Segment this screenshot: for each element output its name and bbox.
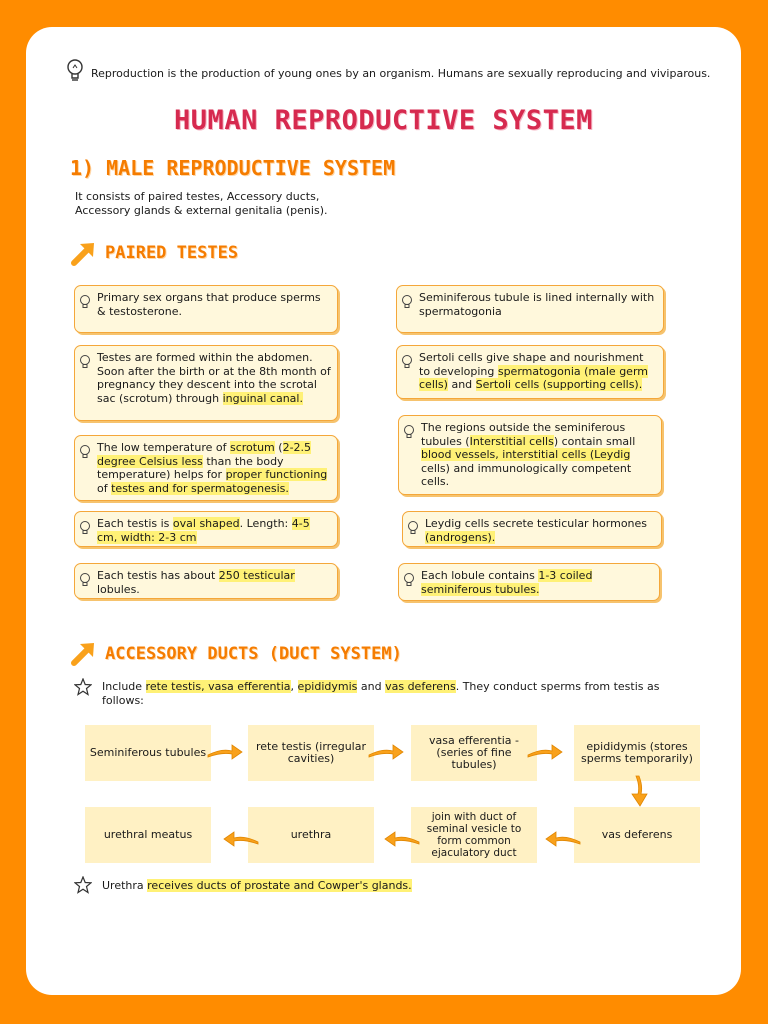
ducts-text: ,	[290, 680, 298, 693]
ducts-include-text: Include rete testis, vasa efferentia, ep…	[102, 680, 702, 708]
testes-card: Sertoli cells give shape and nourishment…	[396, 345, 664, 399]
testes-card: Seminiferous tubule is lined internally …	[396, 285, 664, 333]
flow-step: urethra	[248, 807, 374, 863]
flow-step: join with duct of seminal vesicle to for…	[411, 807, 537, 863]
highlight-text: proper functioning	[225, 468, 328, 481]
flow-arrow-left-icon	[545, 831, 581, 847]
testes-card: Each testis has about 250 testicular lob…	[74, 563, 338, 599]
lightbulb-icon	[402, 295, 412, 308]
card-text: . Length:	[239, 517, 292, 530]
card-text: ) contain small	[553, 434, 636, 448]
highlight-text: oval shaped	[172, 517, 240, 530]
lightbulb-icon	[408, 521, 418, 534]
highlight-text: testes and for spermatogenesis.	[111, 481, 289, 495]
intro-text: Reproduction is the production of young …	[91, 67, 711, 80]
card-text: Testes are formed within the abdomen. So…	[97, 351, 331, 405]
ducts-text: . They conduct sperms from testis as fol…	[102, 680, 660, 707]
card-text: The regions outside the seminiferous tub…	[421, 421, 626, 448]
testes-card: Primary sex organs that produce sperms &…	[74, 285, 338, 333]
flow-arrow-right-icon	[207, 744, 243, 760]
urethra-label: Urethra	[102, 879, 148, 892]
flow-step: urethral meatus	[85, 807, 211, 863]
ducts-text: and	[357, 680, 386, 693]
testes-card: Each testis is oval shaped. Length: 4-5 …	[74, 511, 338, 547]
urethra-text: Urethra receives ducts of prostate and C…	[102, 879, 412, 893]
accessory-ducts-heading: ACCESSORY DUCTS (DUCT SYSTEM)	[105, 644, 402, 664]
card-text: The low temperature of	[97, 441, 230, 454]
highlight-text: inguinal canal.	[222, 391, 303, 405]
lightbulb-icon	[80, 521, 90, 534]
card-text: Each testis has about	[97, 569, 219, 582]
flow-arrow-right-icon	[368, 744, 404, 760]
description-line: It consists of paired testes, Accessory …	[75, 190, 320, 203]
card-text: Seminiferous tubule is lined internally …	[419, 291, 655, 318]
flow-step: rete testis (irregular cavities)	[248, 725, 374, 781]
page-card: Reproduction is the production of young …	[26, 27, 741, 995]
flow-step: Seminiferous tubules	[85, 725, 211, 781]
card-text: and	[447, 378, 476, 391]
card-text: Sertoli cells give shape and nourishment…	[419, 351, 644, 378]
flow-arrow-right-icon	[527, 744, 563, 760]
male-system-heading: 1) MALE REPRODUCTIVE SYSTEM	[70, 156, 396, 180]
card-text: lobules.	[97, 582, 140, 596]
testes-card: Each lobule contains 1-3 coiled seminife…	[398, 563, 660, 601]
flow-arrow-left-icon	[384, 831, 420, 847]
flow-step: epididymis (stores sperms temporarily)	[574, 725, 700, 781]
highlight-text: vas deferens	[385, 680, 456, 693]
ducts-text: Include	[102, 680, 146, 693]
flow-step: vas deferens	[574, 807, 700, 863]
highlight-text: (androgens).	[425, 530, 496, 544]
arrow-icon	[71, 243, 94, 266]
paired-testes-heading: PAIRED TESTES	[105, 243, 239, 263]
flow-arrow-down-icon	[631, 775, 648, 807]
arrow-icon	[71, 643, 94, 666]
highlight-text: epididymis	[297, 680, 358, 693]
card-text: Each lobule contains	[421, 569, 539, 582]
highlight-text: Interstitial cells	[469, 434, 554, 448]
testes-card: Leydig cells secrete testicular hormones…	[402, 511, 662, 547]
testes-card: The regions outside the seminiferous tub…	[398, 415, 662, 495]
highlight-text: Sertoli cells (supporting cells).	[475, 378, 643, 391]
star-icon	[74, 678, 92, 696]
highlight-text: 250 testicular	[218, 569, 295, 582]
lightbulb-icon	[404, 573, 414, 586]
card-text: cells) and immunologically competent cel…	[421, 461, 632, 489]
lightbulb-icon	[67, 59, 83, 81]
highlight-text: blood vessels, interstitial cells (Leydi…	[421, 448, 631, 461]
highlight-text: rete testis, vasa efferentia	[145, 680, 291, 693]
lightbulb-icon	[80, 295, 90, 308]
testes-card: Testes are formed within the abdomen. So…	[74, 345, 338, 421]
highlight-text: scrotum	[229, 441, 275, 454]
page-title: HUMAN REPRODUCTIVE SYSTEM	[174, 105, 593, 136]
description-line: Accessory glands & external genitalia (p…	[75, 204, 328, 217]
card-text: than the body temperature) helps for	[97, 454, 284, 482]
card-text: of	[97, 481, 112, 495]
lightbulb-icon	[402, 355, 412, 368]
testes-card: The low temperature of scrotum (2-2.5 de…	[74, 435, 338, 501]
star-icon	[74, 876, 92, 894]
highlight-text: receives ducts of prostate and Cowper's …	[147, 879, 412, 892]
male-system-description: It consists of paired testes, Accessory …	[75, 190, 327, 218]
card-text: Each testis is	[97, 517, 173, 530]
card-text: Leydig cells secrete testicular hormones	[425, 517, 648, 530]
lightbulb-icon	[80, 355, 90, 368]
lightbulb-icon	[404, 425, 414, 438]
lightbulb-icon	[80, 573, 90, 586]
flow-step: vasa efferentia - (series of fine tubule…	[411, 725, 537, 781]
flow-arrow-left-icon	[223, 831, 259, 847]
card-text: (	[274, 441, 283, 454]
lightbulb-icon	[80, 445, 90, 458]
card-text: Primary sex organs that produce sperms &…	[97, 291, 321, 318]
